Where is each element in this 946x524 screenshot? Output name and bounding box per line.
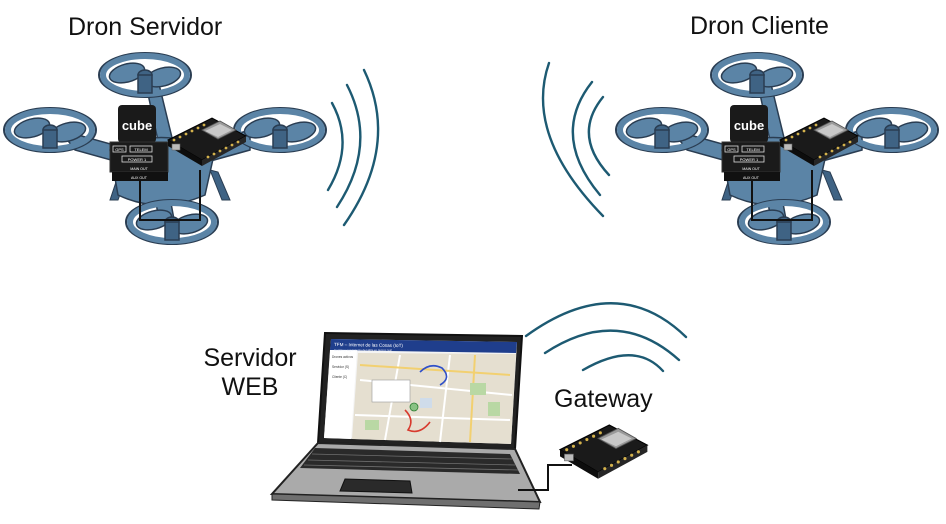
client-drone-label: Dron Cliente xyxy=(690,12,829,40)
server-telem-port-label: TELEM xyxy=(134,147,147,152)
client-cube-brand: cube xyxy=(734,118,764,133)
server-aux-out-label: AUX OUT xyxy=(131,176,148,180)
gateway-label: Gateway xyxy=(554,385,653,413)
client-gps-port-label: GPS xyxy=(727,147,736,152)
client-main-out-label: MAIN OUT xyxy=(742,167,760,171)
web-app-sidebar-item-1[interactable]: Servidor (S) xyxy=(332,365,349,369)
web-server-label-line1: Servidor xyxy=(203,344,297,372)
server-power-port-label: POWER 1 xyxy=(128,157,147,162)
client-telem-port-label: TELEM xyxy=(746,147,759,152)
web-app-subtitle: Gestión y seguimiento de UAVs en tiempo … xyxy=(334,348,392,352)
web-server-label-line2: WEB xyxy=(221,372,279,401)
web-app-sidebar-item-0[interactable]: Drones activos xyxy=(332,355,353,359)
gateway-board xyxy=(560,425,647,479)
web-app-title: TFM – Internet de las Cosas (IoT) xyxy=(334,342,403,348)
client-power-port-label: POWER 1 xyxy=(740,157,759,162)
server-drone-label: Dron Servidor xyxy=(68,13,223,41)
laptop: TFM – Internet de las Cosas (IoT) Gestió… xyxy=(269,331,572,510)
server-drone xyxy=(4,53,326,244)
client-drone xyxy=(616,53,938,244)
server-main-out-label: MAIN OUT xyxy=(130,167,148,171)
server-flight-controller: cube GPS TELEM POWER 1 MAIN OUT AUX OUT xyxy=(115,118,152,180)
client-drone-wireless-waves xyxy=(541,61,611,218)
web-server-label: Servidor WEB xyxy=(190,344,310,402)
server-cube-brand: cube xyxy=(122,118,152,133)
client-flight-controller: cube GPS TELEM POWER 1 MAIN OUT AUX OUT xyxy=(727,118,764,180)
server-gps-port-label: GPS xyxy=(115,147,124,152)
web-app-sidebar-item-2[interactable]: Cliente (C) xyxy=(332,375,347,379)
server-drone-wireless-waves xyxy=(326,68,380,227)
gateway-wireless-waves xyxy=(524,302,688,373)
client-aux-out-label: AUX OUT xyxy=(743,176,760,180)
